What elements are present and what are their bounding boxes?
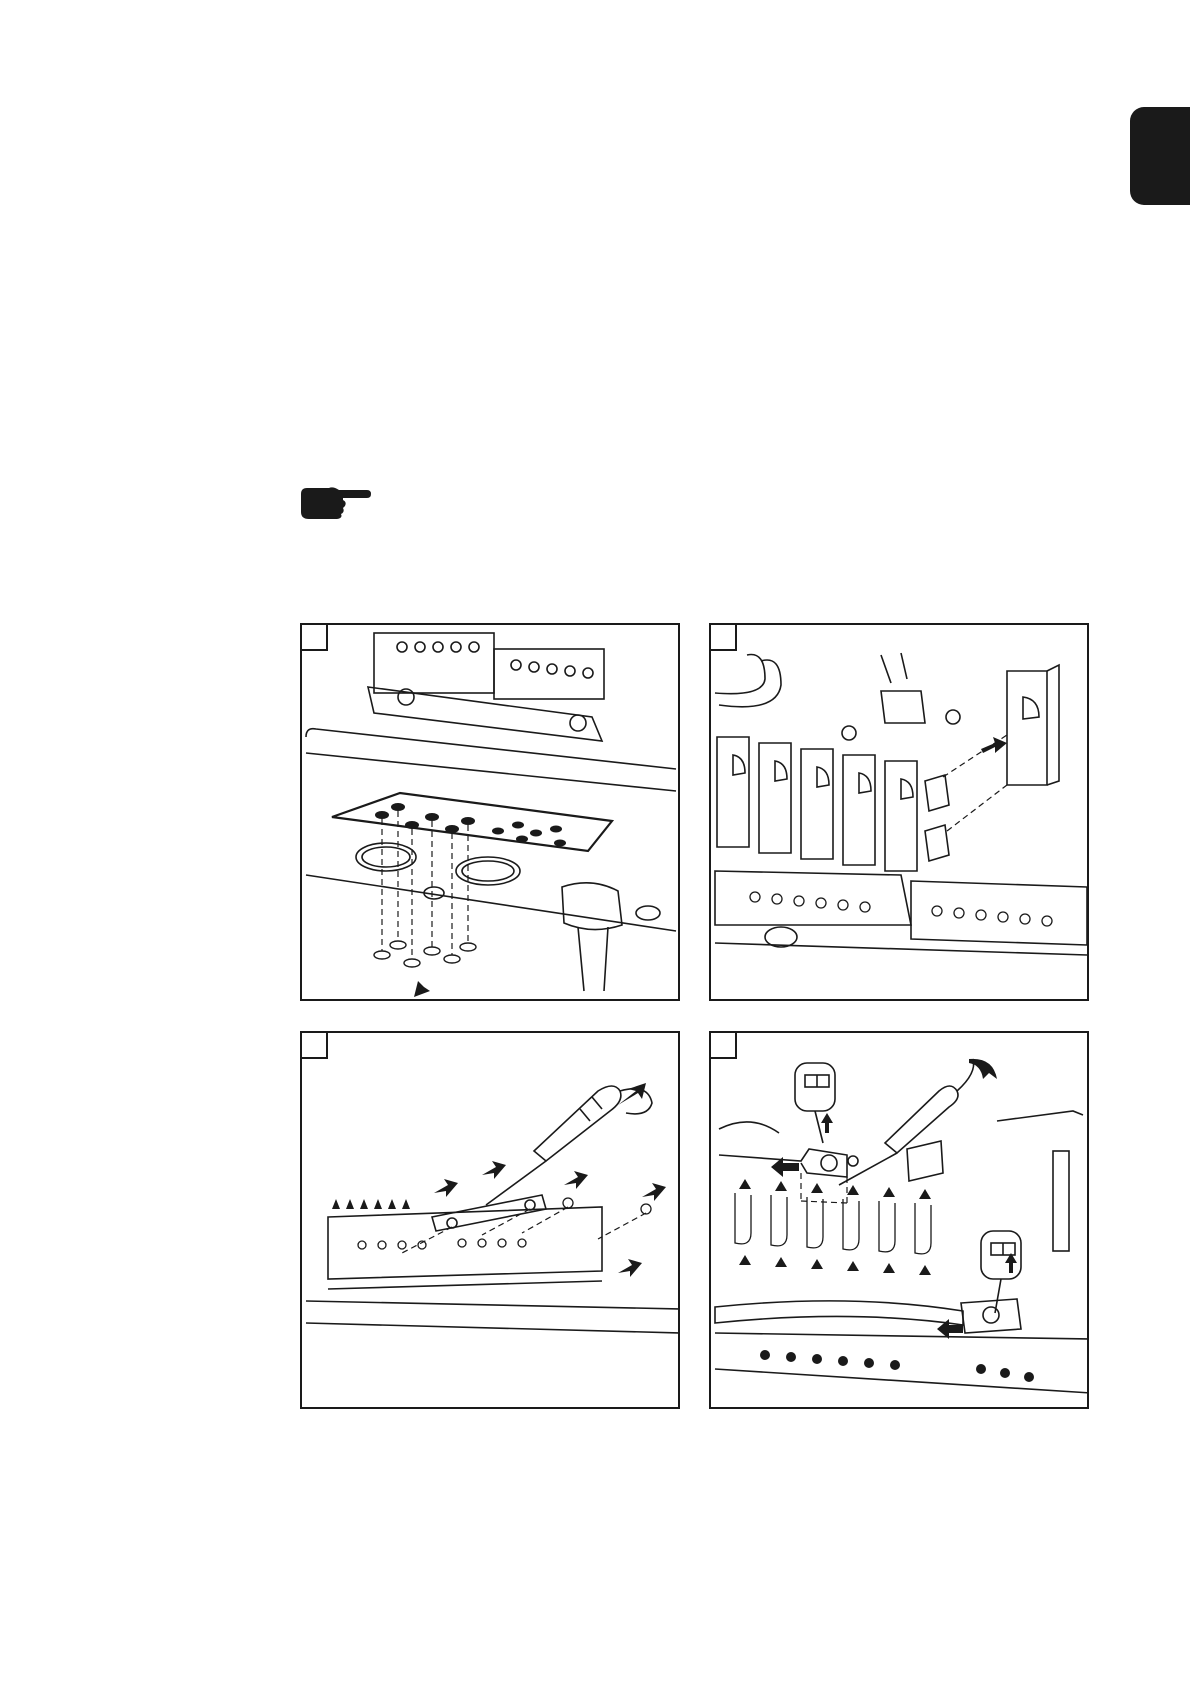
language-tab: [1130, 107, 1190, 205]
step-number-box: [711, 625, 737, 651]
illustration-step-4: [709, 1031, 1089, 1409]
pointing-hand-icon: [299, 484, 371, 520]
fuse-holder-insertion-illustration: [711, 625, 1089, 1001]
cable-clamp-illustration: [711, 1033, 1089, 1409]
knockout-plate-removal-illustration: [302, 625, 680, 1001]
illustration-step-1: [300, 623, 680, 1001]
step-number-box: [302, 625, 328, 651]
illustration-step-2: [709, 623, 1089, 1001]
terminal-holes: [397, 642, 593, 678]
illustration-step-3: [300, 1031, 680, 1409]
step-number-box: [302, 1033, 328, 1059]
fuse-holders: [717, 737, 917, 871]
step-number-box: [711, 1033, 737, 1059]
screwdriver-fastening-illustration: [302, 1033, 680, 1409]
